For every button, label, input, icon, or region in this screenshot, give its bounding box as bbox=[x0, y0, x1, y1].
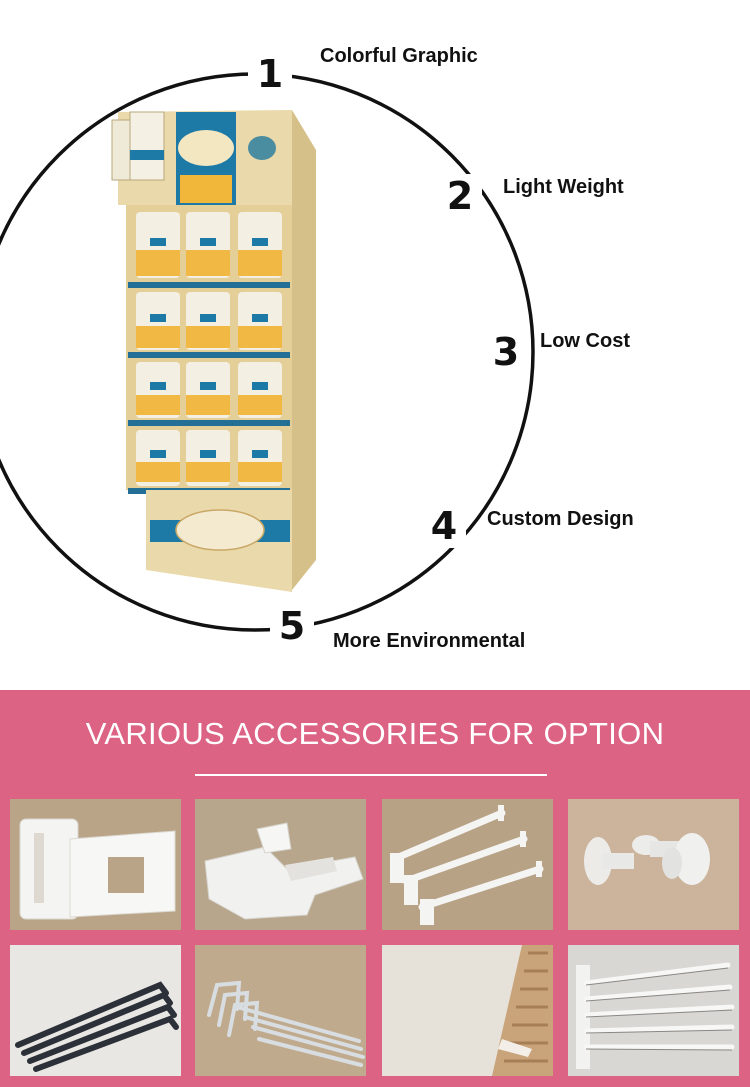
feature-label-3: Low Cost bbox=[540, 330, 630, 352]
feature-number-1: 1 bbox=[248, 52, 292, 96]
accessory-plastic-rivets bbox=[568, 799, 739, 930]
feature-number-5: 5 bbox=[270, 604, 314, 648]
accessory-slot-clip bbox=[10, 799, 181, 930]
feature-number-3: 3 bbox=[484, 330, 528, 374]
accessory-corrugated-board bbox=[382, 945, 553, 1076]
feature-label-5: More Environmental bbox=[333, 630, 526, 652]
accessory-foam-block bbox=[195, 799, 366, 930]
feature-label-2: Light Weight bbox=[503, 176, 624, 198]
accessories-divider bbox=[195, 774, 547, 776]
feature-number-4: 4 bbox=[422, 504, 466, 548]
feature-section: 1 Colorful Graphic 2 Light Weight 3 Low … bbox=[0, 45, 634, 652]
accessories-title: VARIOUS ACCESSORIES FOR OPTION bbox=[85, 716, 665, 751]
accessories-section: VARIOUS ACCESSORIES FOR OPTION bbox=[0, 690, 750, 1087]
feature-label-1: Colorful Graphic bbox=[320, 45, 478, 67]
accessory-chrome-wire-hooks bbox=[195, 945, 366, 1076]
accessory-plastic-hooks bbox=[382, 799, 553, 930]
base-label-icon bbox=[175, 509, 265, 551]
feature-number-2: 2 bbox=[438, 174, 482, 218]
stand-products bbox=[136, 212, 282, 486]
feature-label-4: Custom Design bbox=[487, 508, 634, 530]
accessory-black-metal-hooks bbox=[10, 945, 181, 1076]
display-stand-illustration bbox=[111, 110, 316, 592]
stand-side-panel bbox=[292, 110, 316, 590]
accessory-white-metal-hooks bbox=[568, 945, 739, 1076]
brand-logo-icon bbox=[178, 130, 234, 166]
